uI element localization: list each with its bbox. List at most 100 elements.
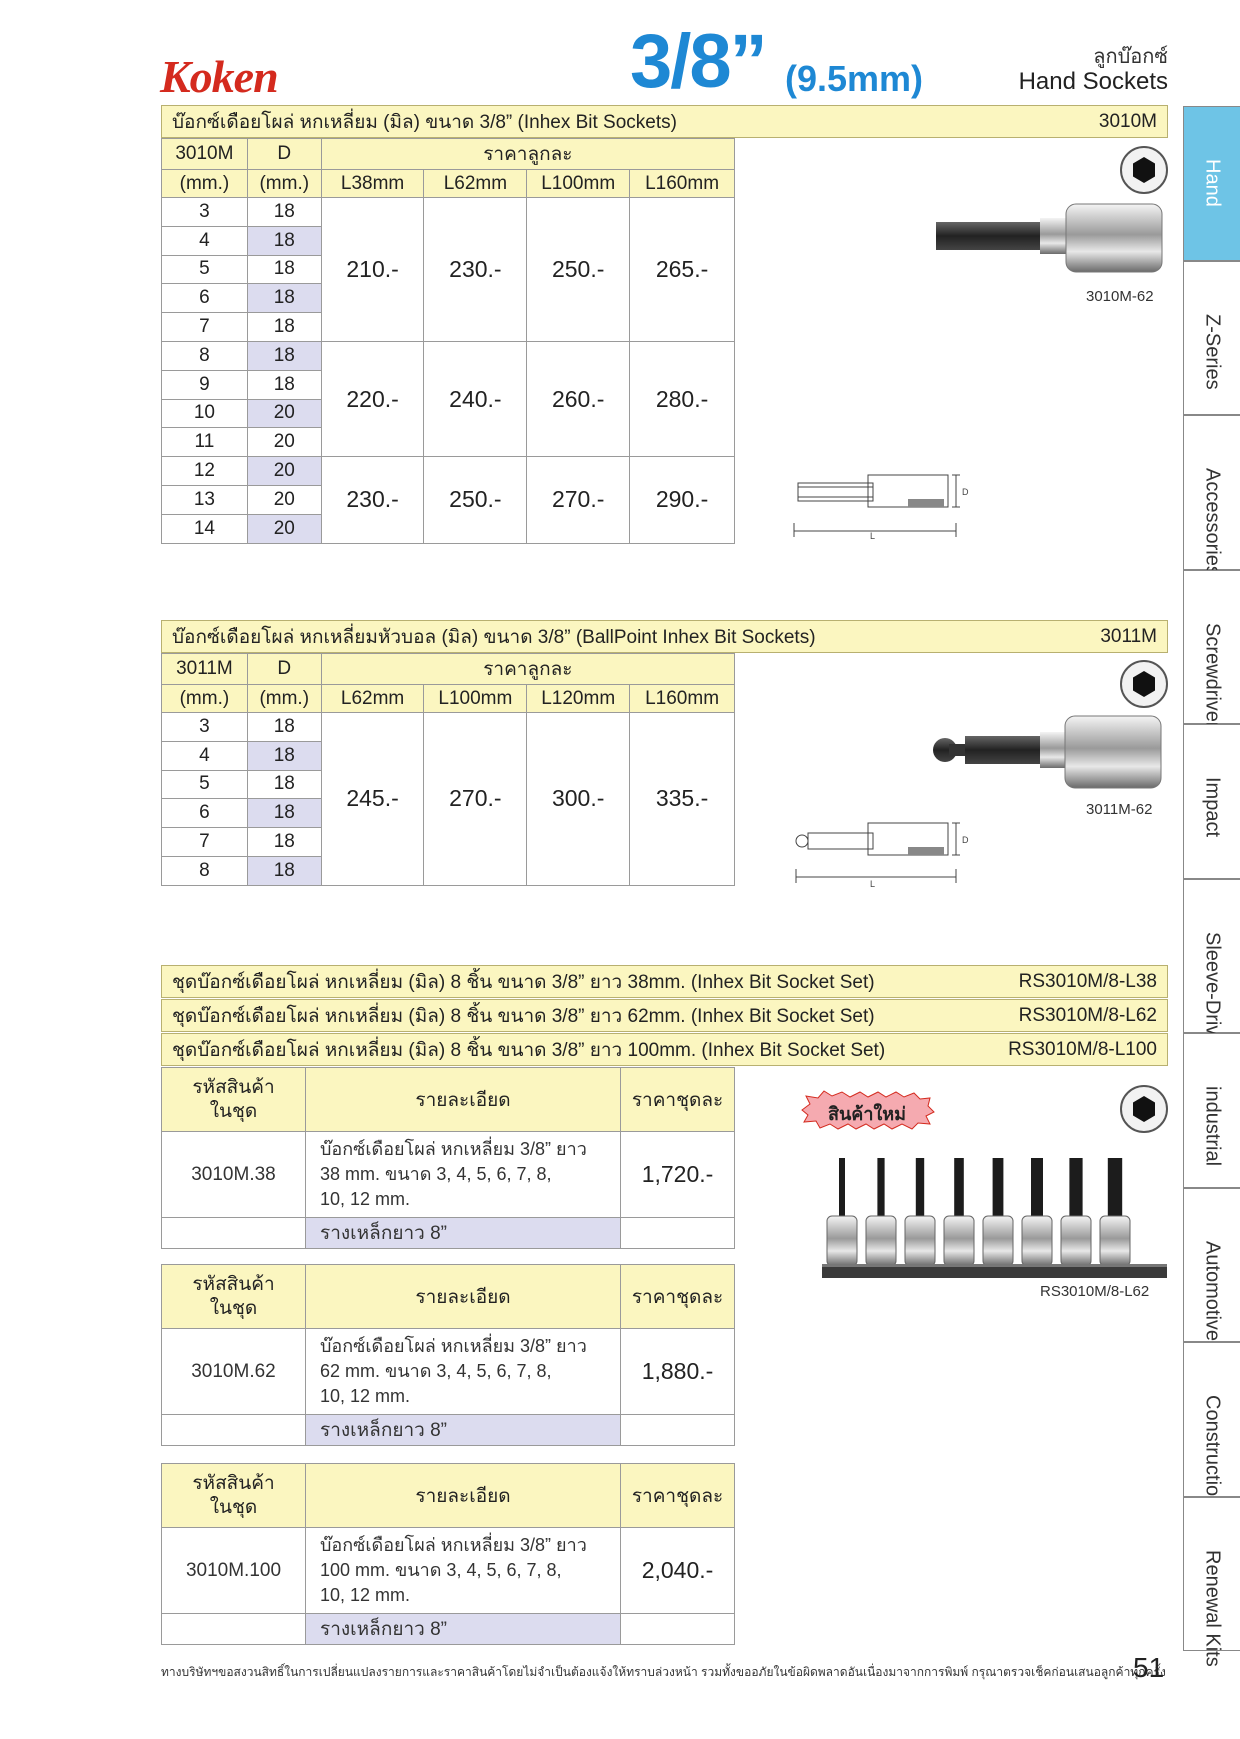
set-table-100: รหัสสินค้าในชุด รายละเอียด ราคาชุดละ 301… xyxy=(161,1463,735,1645)
sidebar-tab-z-series[interactable]: Z-Series xyxy=(1183,260,1240,415)
svg-text:D: D xyxy=(962,835,969,845)
set-socket xyxy=(943,1215,975,1267)
sidebar-tab-label: Construction xyxy=(1201,1395,1224,1508)
section-header-3010m: บ๊อกซ์เดือยโผล่ หกเหลี่ยม (มิล) ขนาด 3/8… xyxy=(161,105,1168,138)
size-cell: 12 xyxy=(161,456,248,486)
d-cell: 18 xyxy=(246,312,322,342)
col-d-header: D xyxy=(246,653,322,685)
price-cell: 230.- xyxy=(423,197,528,342)
set-header-l100: ชุดบ๊อกซ์เดือยโผล่ หกเหลี่ยม (มิล) 8 ชิ้… xyxy=(161,1033,1168,1066)
d-cell: 18 xyxy=(246,369,322,400)
disclaimer-note: ทางบริษัทฯขอสงวนสิทธิ์ในการเปลี่ยนแปลงรา… xyxy=(161,1665,1166,1679)
set-bit xyxy=(1031,1158,1043,1220)
section-title: บ๊อกซ์เดือยโผล่ หกเหลี่ยม (มิล) ขนาด 3/8… xyxy=(172,111,677,133)
price-cell: 250.- xyxy=(423,456,528,544)
sidebar-tab-label: Automotive xyxy=(1201,1240,1224,1341)
size-cell: 13 xyxy=(161,484,248,515)
d-cell: 18 xyxy=(246,769,322,800)
svg-text:D: D xyxy=(962,487,969,497)
section-header-3011m: บ๊อกซ์เดือยโผล่ หกเหลี่ยมหัวบอล (มิล) ขน… xyxy=(161,620,1168,653)
set-price: 2,040.- xyxy=(620,1527,735,1614)
col-length-header: L100mm xyxy=(423,684,528,713)
sidebar-tab-label: Sleeve-Drive xyxy=(1201,931,1224,1046)
price-cell: 270.- xyxy=(423,712,528,886)
svg-text:L: L xyxy=(870,531,875,541)
col-detail-header: รายละเอียด xyxy=(305,1067,621,1132)
sidebar-tab-hand[interactable]: Hand xyxy=(1183,106,1240,261)
socket-photo-3010m xyxy=(936,203,1163,273)
col-size-unit: (mm.) xyxy=(161,169,248,198)
size-cell: 14 xyxy=(161,513,248,544)
set-socket xyxy=(865,1215,897,1267)
price-cell: 335.- xyxy=(629,712,735,886)
col-d-unit: (mm.) xyxy=(246,169,322,198)
set-price: 1,880.- xyxy=(620,1328,735,1415)
set-bit xyxy=(954,1158,964,1220)
set-bit xyxy=(839,1158,845,1220)
sidebar-tab-accessories[interactable]: Accessories xyxy=(1183,415,1240,576)
set-code: RS3010M/8-L100 xyxy=(1008,1038,1157,1060)
page-number: 51 xyxy=(1133,1652,1165,1683)
size-cell: 6 xyxy=(161,283,248,314)
sidebar-tab-label: Renewal Kits xyxy=(1201,1549,1224,1667)
sidebar-tab-construction[interactable]: Construction xyxy=(1183,1342,1240,1507)
sidebar-tab-automotive[interactable]: Automotive xyxy=(1183,1187,1240,1342)
set-socket xyxy=(904,1215,936,1267)
set-title: ชุดบ๊อกซ์เดือยโผล่ หกเหลี่ยม (มิล) 8 ชิ้… xyxy=(172,1039,886,1061)
col-size-unit: (mm.) xyxy=(161,684,248,713)
set-bit xyxy=(992,1158,1004,1220)
photo-label: 3010M-62 xyxy=(1086,288,1154,305)
col-size-header: 3010M xyxy=(161,138,248,170)
set-item-code: 3010M.100 xyxy=(161,1527,306,1614)
col-length-header: L38mm xyxy=(320,169,425,198)
set-bit xyxy=(1107,1158,1123,1220)
set-price: 1,720.- xyxy=(620,1131,735,1218)
drive-size-title: 3/8” xyxy=(630,19,768,104)
sidebar-tab-impact[interactable]: Impact xyxy=(1183,724,1240,879)
hex-icon xyxy=(1120,1085,1168,1133)
size-cell: 8 xyxy=(161,340,248,371)
svg-text:L: L xyxy=(870,879,875,889)
col-detail-header: รายละเอียด xyxy=(305,1463,621,1528)
size-cell: 7 xyxy=(161,827,248,857)
set-socket xyxy=(1021,1215,1053,1267)
col-d-header: D xyxy=(246,138,322,170)
sidebar-tab-label: Impact xyxy=(1201,777,1224,838)
price-cell: 240.- xyxy=(423,340,528,458)
col-length-header: L160mm xyxy=(629,169,735,198)
set-rail: รางเหล็กยาว 8” xyxy=(305,1414,621,1446)
set-rail: รางเหล็กยาว 8” xyxy=(305,1613,621,1645)
col-detail-header: รายละเอียด xyxy=(305,1264,621,1329)
new-product-badge: สินค้าใหม่ xyxy=(798,1090,936,1130)
brand-logo: Koken xyxy=(160,51,279,102)
d-cell: 18 xyxy=(246,712,322,742)
socket-photo-3011m xyxy=(933,715,1162,789)
col-price-header: ราคาลูกละ xyxy=(320,653,736,685)
price-cell: 230.- xyxy=(320,456,425,544)
hex-icon xyxy=(1120,146,1168,194)
sidebar-tab-industrial[interactable]: industrial xyxy=(1183,1033,1240,1188)
section-title: บ๊อกซ์เดือยโผล่ หกเหลี่ยมหัวบอล (มิล) ขน… xyxy=(172,626,816,648)
sidebar-tab-label: Screwdrivers xyxy=(1201,622,1224,739)
new-badge-label: สินค้าใหม่ xyxy=(828,1104,906,1124)
set-bit xyxy=(1069,1158,1083,1220)
sidebar-tab-screwdrivers[interactable]: Screwdrivers xyxy=(1183,569,1240,738)
sidebar-tab-renewal-kits[interactable]: Renewal Kits xyxy=(1183,1496,1240,1666)
d-cell: 20 xyxy=(246,484,322,515)
d-cell: 18 xyxy=(246,827,322,857)
sidebar-tab-sleeve-drive[interactable]: Sleeve-Drive xyxy=(1183,878,1240,1046)
size-cell: 8 xyxy=(161,855,248,886)
size-cell: 5 xyxy=(161,254,248,285)
d-cell: 18 xyxy=(246,340,322,371)
col-code-header: รหัสสินค้าในชุด xyxy=(161,1264,306,1329)
photo-label: 3011M-62 xyxy=(1086,801,1153,818)
size-cell: 11 xyxy=(161,427,248,458)
col-code-header: รหัสสินค้าในชุด xyxy=(161,1463,306,1528)
set-table-62: รหัสสินค้าในชุด รายละเอียด ราคาชุดละ 301… xyxy=(161,1264,735,1446)
size-cell: 3 xyxy=(161,712,248,742)
d-cell: 18 xyxy=(246,798,322,829)
col-price-header: ราคาชุดละ xyxy=(620,1463,735,1528)
sidebar-tab-label: Hand xyxy=(1201,159,1224,207)
